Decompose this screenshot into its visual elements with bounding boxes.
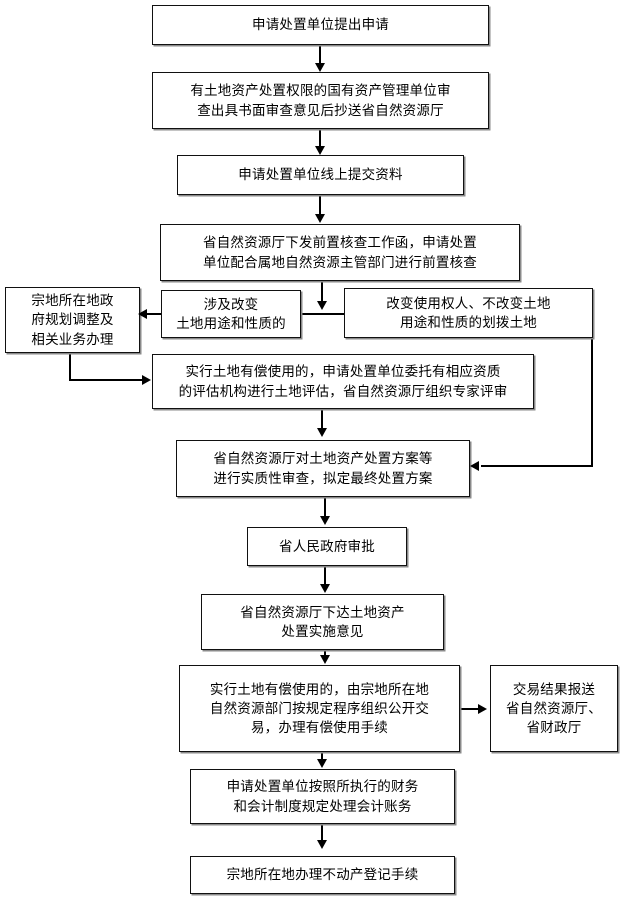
node-label: 省自然资源厅对土地资产处置方案等 进行实质性审查，拟定最终处置方案: [213, 451, 433, 486]
edge-n12-n13-line: [460, 708, 480, 710]
node-pre-verification[interactable]: 省自然资源厅下发前置核查工作函，申请处置 单位配合属地自然资源主管部门进行前置核…: [160, 224, 520, 281]
edge-n9-n10-line: [324, 497, 326, 517]
node-property-registration[interactable]: 宗地所在地办理不动产登记手续: [190, 856, 455, 894]
edge-split-bus-left: [299, 313, 323, 315]
node-issue-implementation-opinion[interactable]: 省自然资源厅下达土地资产 处置实施意见: [201, 594, 444, 650]
edge-n3-n4-arrowhead: [315, 214, 325, 223]
edge-n1-n2-arrowhead: [315, 63, 325, 72]
edge-n6-n5-line: [147, 313, 163, 315]
edge-split-bus-right: [321, 313, 346, 315]
node-label: 涉及改变 土地用途和性质的: [176, 296, 286, 331]
edge-n2-n3-line: [319, 129, 321, 147]
node-label: 省自然资源厅下发前置核查工作函，申请处置 单位配合属地自然资源主管部门进行前置核…: [203, 235, 477, 270]
edge-n14-n15-line: [321, 824, 323, 840]
node-label: 宗地所在地办理不动产登记手续: [226, 867, 419, 883]
node-label: 交易结果报送 省自然资源厅、 省财政厅: [506, 681, 602, 736]
edge-n7-n9-hline-bottom: [481, 465, 593, 467]
edge-n10-n11-line: [324, 566, 326, 585]
node-provincial-gov-approval[interactable]: 省人民政府审批: [247, 527, 407, 566]
node-state-asset-review[interactable]: 有土地资产处置权限的国有资产管理单位审 查出具书面审查意见后抄送省自然资源厅: [152, 72, 489, 129]
node-report-transaction-result[interactable]: 交易结果报送 省自然资源厅、 省财政厅: [490, 665, 618, 752]
node-label: 省人民政府审批: [279, 538, 375, 554]
node-label: 申请处置单位提出申请: [252, 17, 389, 33]
edge-n14-n15-arrowhead: [317, 840, 327, 849]
edge-n1-n2-line: [319, 45, 321, 65]
edge-n11-n12-line: [324, 650, 326, 657]
node-label: 改变使用权人、不改变土地 用途和性质的划拨土地: [386, 295, 551, 330]
node-label: 宗地所在地政 府规划调整及 相关业务办理: [31, 293, 114, 347]
edge-n5-n8-arrowhead: [142, 375, 151, 385]
node-label: 省自然资源厅下达土地资产 处置实施意见: [240, 604, 405, 639]
node-substantive-review[interactable]: 省自然资源厅对土地资产处置方案等 进行实质性审查，拟定最终处置方案: [176, 440, 470, 497]
edge-n8-n9-arrowhead: [317, 428, 327, 437]
node-public-transaction[interactable]: 实行土地有偿使用的，由宗地所在地 自然资源部门按规定程序组织公开交 易，办理有偿…: [179, 665, 460, 752]
node-land-appraisal[interactable]: 实行土地有偿使用的，申请处置单位委托有相应资质 的评估机构进行土地评估，省自然资…: [152, 354, 534, 409]
node-online-submit-materials[interactable]: 申请处置单位线上提交资料: [177, 155, 464, 195]
edge-n6-n5-arrowhead: [138, 309, 147, 319]
node-label: 申请处置单位按照所执行的财务 和会计制度规定处理会计账务: [226, 779, 419, 814]
edge-n12-n13-arrowhead: [478, 704, 487, 714]
edge-n12-n14-arrowhead: [317, 759, 327, 768]
node-apply-submit[interactable]: 申请处置单位提出申请: [152, 5, 489, 45]
edge-n4-split-line: [321, 281, 323, 303]
node-accounting-treatment[interactable]: 申请处置单位按照所执行的财务 和会计制度规定处理会计账务: [190, 769, 455, 824]
node-label: 实行土地有偿使用的，由宗地所在地 自然资源部门按规定程序组织公开交 易，办理有偿…: [209, 681, 430, 736]
node-label: 实行土地有偿使用的，申请处置单位委托有相应资质 的评估机构进行土地评估，省自然资…: [178, 364, 508, 399]
edge-n11-n12-arrowhead: [320, 655, 330, 664]
edge-n9-n10-arrowhead: [320, 516, 330, 525]
node-local-gov-planning[interactable]: 宗地所在地政 府规划调整及 相关业务办理: [5, 287, 140, 353]
node-branch-change-use[interactable]: 涉及改变 土地用途和性质的: [161, 290, 301, 338]
edge-n3-n4-line: [319, 195, 321, 215]
node-branch-change-holder[interactable]: 改变使用权人、不改变土地 用途和性质的划拨土地: [344, 288, 593, 338]
edge-n10-n11-arrowhead: [320, 584, 330, 593]
edge-n4-split-arrowhead: [317, 301, 327, 310]
edge-n8-n9-line: [321, 409, 323, 430]
edge-n7-n9-arrowhead: [470, 461, 479, 471]
edge-n7-n9-vline: [591, 317, 593, 467]
edge-n5-n8-vline: [69, 353, 71, 381]
edge-n5-n8-hline: [69, 379, 144, 381]
edge-n12-n14-line: [321, 752, 323, 762]
node-label: 申请处置单位线上提交资料: [238, 167, 403, 183]
edge-n2-n3-arrowhead: [315, 146, 325, 155]
node-label: 有土地资产处置权限的国有资产管理单位审 查出具书面审查意见后抄送省自然资源厅: [190, 83, 451, 118]
